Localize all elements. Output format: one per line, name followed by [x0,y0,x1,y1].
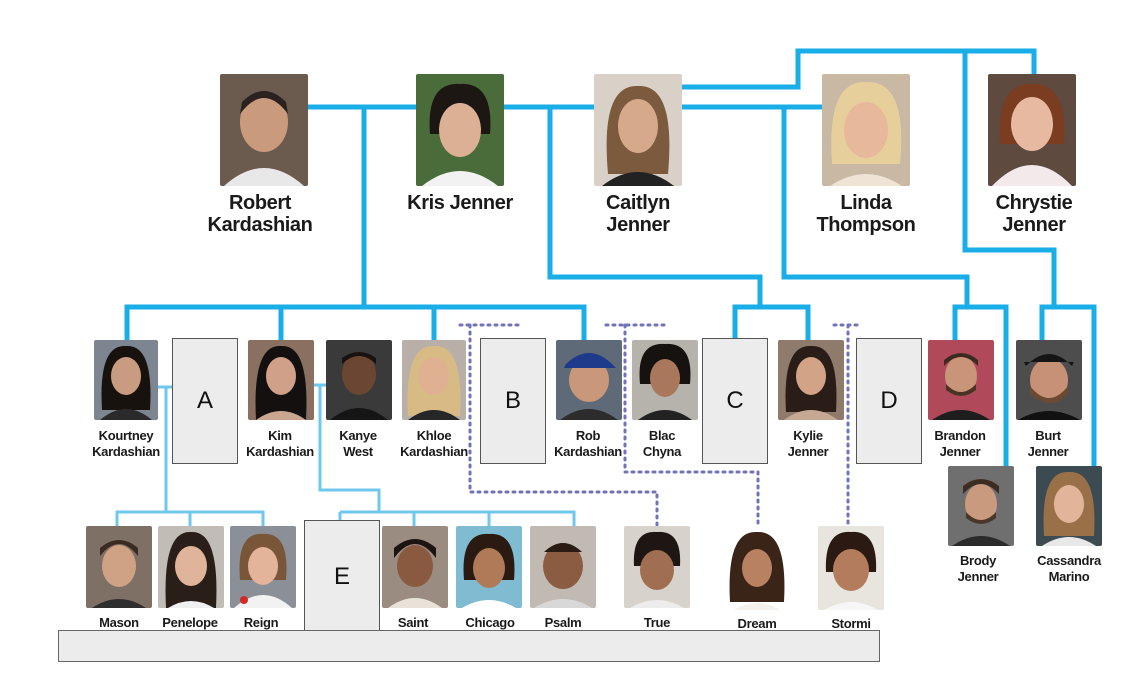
person-portrait-icon [988,74,1076,186]
person-portrait-icon [778,340,844,420]
bottom-placeholder-bar [58,630,880,662]
reign-photo [230,526,296,608]
dream-name: Dream [737,616,777,631]
stormi-name: Stormi [831,616,871,631]
linda-thompson-photo [822,74,910,186]
descent-line-kim-kanye-children [318,385,576,526]
sibling-line-jenner [732,304,811,340]
person-portrait-icon [1016,340,1082,420]
cassandra-marino-name: Cassandra Marino [1037,553,1101,584]
sibling-line-burt-cassandra [1039,304,1097,466]
person-portrait-icon [416,74,504,186]
placeholder-box-d: D [856,338,922,464]
person-portrait-icon [948,466,1014,546]
robert-kardashian-name: Robert Kardashian [207,192,313,236]
cassandra-marino-photo [1036,466,1102,546]
person-portrait-icon [94,340,158,420]
kourtney-kardashian-name: Kourtney Kardashian [92,428,160,459]
burt-jenner-name: Burt Jenner [1027,428,1069,459]
person-portrait-icon [594,74,682,186]
sibling-line-kardashian [124,304,587,340]
person-portrait-icon [402,340,466,420]
chicago-photo [456,526,522,608]
khloe-kardashian-photo [402,340,466,420]
rob-kardashian-name: Rob Kardashian [554,428,622,459]
descent-line-kourtney-children [115,387,265,526]
caitlyn-jenner-name: Caitlyn Jenner [606,192,670,236]
saint-photo [382,526,448,608]
person-portrait-icon [86,526,152,608]
penelope-photo [158,526,224,608]
stormi-photo [818,526,884,610]
kris-jenner-name: Kris Jenner [407,192,513,214]
caitlyn-jenner-photo [594,74,682,186]
person-portrait-icon [456,526,522,608]
kourtney-kardashian-photo [94,340,158,420]
person-portrait-icon [724,526,790,610]
burt-jenner-photo [1016,340,1082,420]
dotted-line-true [458,323,659,528]
person-portrait-icon [158,526,224,608]
rob-kardashian-photo [556,340,622,420]
kris-jenner-photo [416,74,504,186]
marriage-line-caitlyn-chrystie [682,48,1037,90]
chrystie-jenner-photo [988,74,1076,186]
blac-chyna-photo [632,340,698,420]
person-portrait-icon [1036,466,1102,546]
brandon-jenner-name: Brandon Jenner [934,428,986,459]
kanye-west-name: Kanye West [339,428,377,459]
person-portrait-icon [822,74,910,186]
person-portrait-icon [230,526,296,608]
kim-kardashian-photo [248,340,314,420]
chrystie-jenner-name: Chrystie Jenner [995,192,1073,236]
mason-photo [86,526,152,608]
sibling-line-brandon-brody [952,304,1009,466]
reign-name: Reign [243,615,279,630]
brody-jenner-photo [948,466,1014,546]
person-portrait-icon [220,74,308,186]
psalm-name: Psalm [544,615,582,630]
saint-name: Saint [397,615,429,630]
descent-line-caitlyn-chrystie [962,51,1057,307]
true-name: True [643,615,671,630]
person-portrait-icon [382,526,448,608]
mason-name: Mason [99,615,139,630]
kim-kardashian-name: Kim Kardashian [246,428,314,459]
descent-line-caitlyn-linda [781,107,970,307]
kylie-jenner-photo [778,340,844,420]
robert-kardashian-photo [220,74,308,186]
placeholder-box-e: E [304,520,380,634]
placeholder-box-a: A [172,338,238,464]
chicago-name: Chicago [465,615,515,630]
person-portrait-icon [632,340,698,420]
person-portrait-icon [556,340,622,420]
brandon-jenner-photo [928,340,994,420]
true-photo [624,526,690,608]
person-portrait-icon [326,340,392,420]
dream-photo [724,526,790,610]
person-portrait-icon [818,526,884,610]
person-portrait-icon [530,526,596,608]
placeholder-box-b: B [480,338,546,464]
person-portrait-icon [624,526,690,608]
brody-jenner-name: Brody Jenner [957,553,999,584]
penelope-name: Penelope [162,615,218,630]
dotted-line-stormi [832,323,864,528]
kanye-west-photo [326,340,392,420]
person-portrait-icon [248,340,314,420]
blac-chyna-name: Blac Chyna [642,428,682,459]
placeholder-box-c: C [702,338,768,464]
khloe-kardashian-name: Khloe Kardashian [400,428,468,459]
person-portrait-icon [928,340,994,420]
psalm-photo [530,526,596,608]
dotted-line-dream [604,323,760,528]
descent-line-kris-caitlyn [547,107,763,307]
linda-thompson-name: Linda Thompson [816,192,916,236]
kylie-jenner-name: Kylie Jenner [787,428,829,459]
